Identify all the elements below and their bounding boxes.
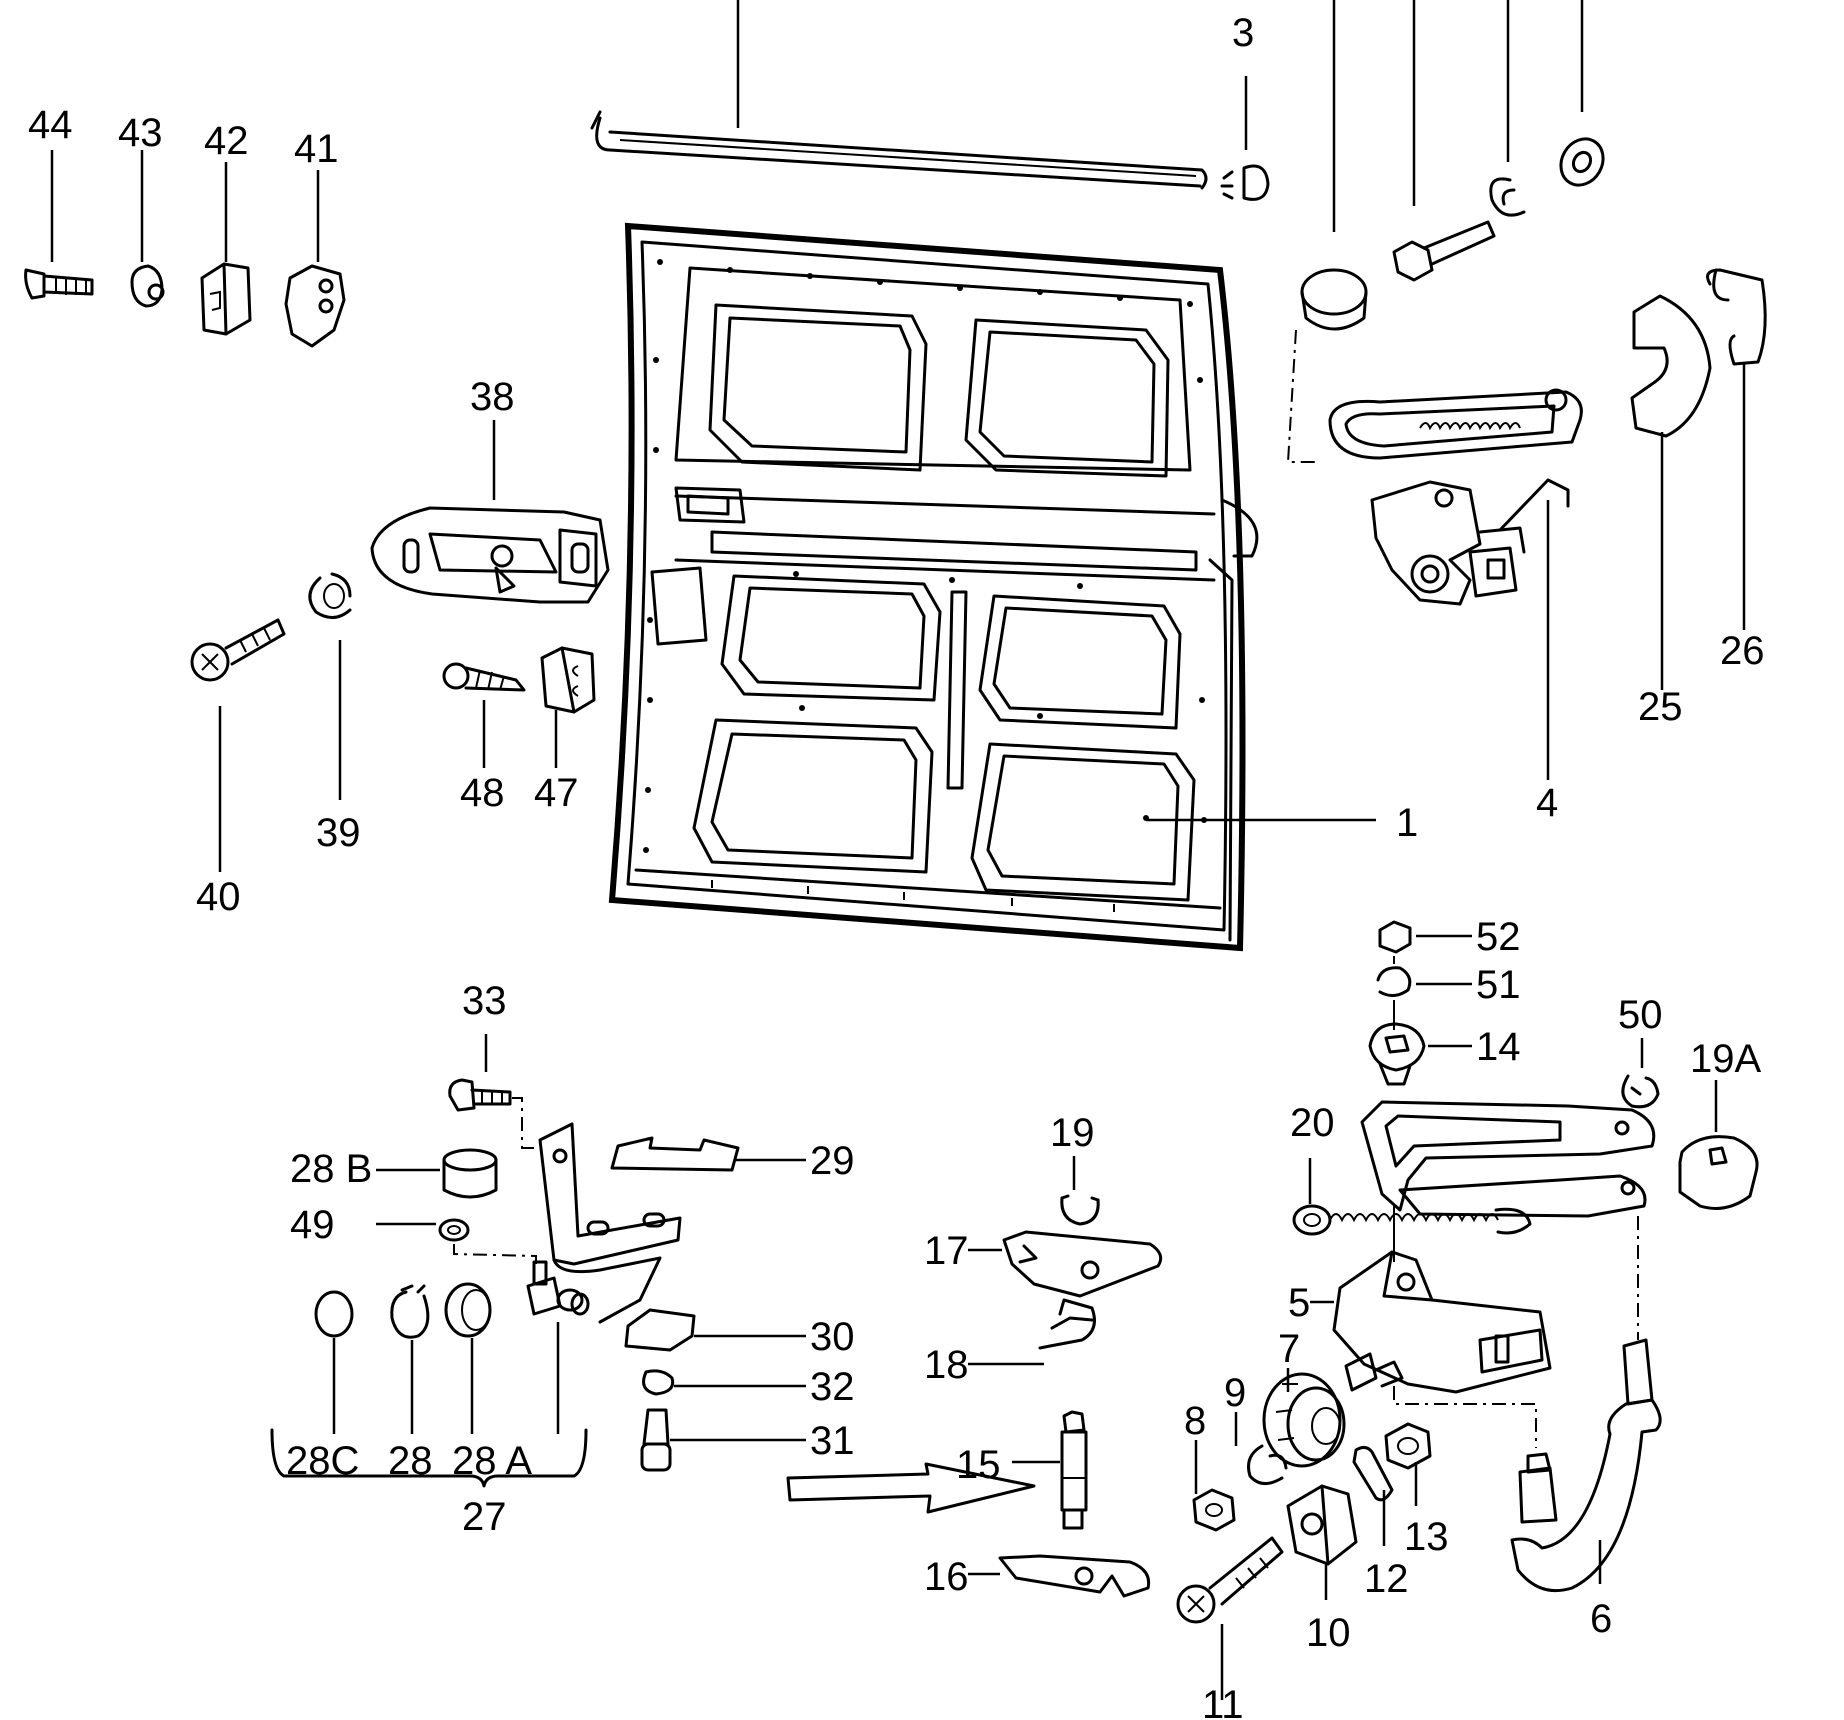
callout-50: 50 [1618, 993, 1663, 1037]
callout-13: 13 [1404, 1515, 1449, 1559]
block-part-47 [540, 646, 596, 768]
callout-29: 29 [810, 1139, 855, 1183]
callout-41: 41 [294, 127, 339, 171]
callout-43: 43 [118, 111, 163, 155]
callout-18: 18 [924, 1343, 969, 1387]
callout-28a: 28 A [452, 1439, 532, 1483]
callout-3: 3 [1232, 11, 1254, 55]
clip-part-3 [1220, 76, 1270, 201]
top-right-hardware [1286, 137, 1605, 463]
callout-11: 11 [1202, 1683, 1244, 1720]
callout-17: 17 [924, 1229, 969, 1273]
callout-42: 42 [204, 119, 249, 163]
lower-guide-assembly [1176, 920, 1759, 1700]
callout-31: 31 [810, 1419, 855, 1463]
upper-seal-strip [590, 0, 1208, 190]
callout-38: 38 [470, 375, 515, 419]
callout-19a: 19A [1690, 1037, 1761, 1081]
callout-33: 33 [462, 979, 507, 1023]
callout-10: 10 [1306, 1611, 1351, 1655]
callout-4: 4 [1536, 781, 1558, 825]
screw-part-40 [190, 618, 286, 872]
callout-39: 39 [316, 811, 361, 855]
lock-lever-parts [786, 1156, 1163, 1598]
callout-8: 8 [1184, 1399, 1206, 1443]
door-guide-part-38 [370, 420, 610, 604]
callout-6: 6 [1590, 1597, 1612, 1641]
top-right-leaders [1332, 0, 1584, 232]
washer-part-39 [308, 572, 352, 800]
callout-30: 30 [810, 1315, 855, 1359]
callout-49: 49 [290, 1203, 335, 1247]
screw-part-48 [442, 662, 526, 768]
callout-20: 20 [1290, 1101, 1335, 1145]
callout-32: 32 [810, 1365, 855, 1409]
door-panel [608, 222, 1259, 952]
callout-52: 52 [1476, 915, 1521, 959]
top-left-small-parts [24, 150, 346, 348]
callout-26: 26 [1720, 629, 1765, 673]
spring-clip-part-26 [1706, 268, 1767, 630]
callout-19: 19 [1050, 1111, 1095, 1155]
callout-25: 25 [1638, 685, 1683, 729]
callout-5: 5 [1288, 1281, 1310, 1325]
callout-14: 14 [1476, 1025, 1521, 1069]
callout-7: 7 [1278, 1327, 1300, 1371]
callout-9: 9 [1224, 1371, 1246, 1415]
callout-15: 15 [956, 1443, 1001, 1487]
bracket-part-25 [1630, 294, 1712, 690]
callout-40: 40 [196, 875, 241, 919]
upper-guide-assembly [1328, 388, 1583, 780]
callout-48: 48 [460, 771, 505, 815]
callout-1: 1 [1396, 801, 1418, 845]
callout-28: 28 [388, 1439, 433, 1483]
callout-27: 27 [462, 1495, 507, 1539]
callout-12: 12 [1364, 1557, 1409, 1601]
lower-hinge-assembly [270, 1034, 806, 1488]
callout-16: 16 [924, 1555, 969, 1599]
callout-28b: 28 B [290, 1147, 372, 1191]
callout-47: 47 [534, 771, 579, 815]
callout-28c: 28C [286, 1439, 359, 1483]
callout-51: 51 [1476, 963, 1521, 1007]
callout-labels: 1 3 4 5 6 7 8 9 10 11 12 13 14 15 16 17 … [28, 11, 1765, 1720]
callout-44: 44 [28, 103, 73, 147]
